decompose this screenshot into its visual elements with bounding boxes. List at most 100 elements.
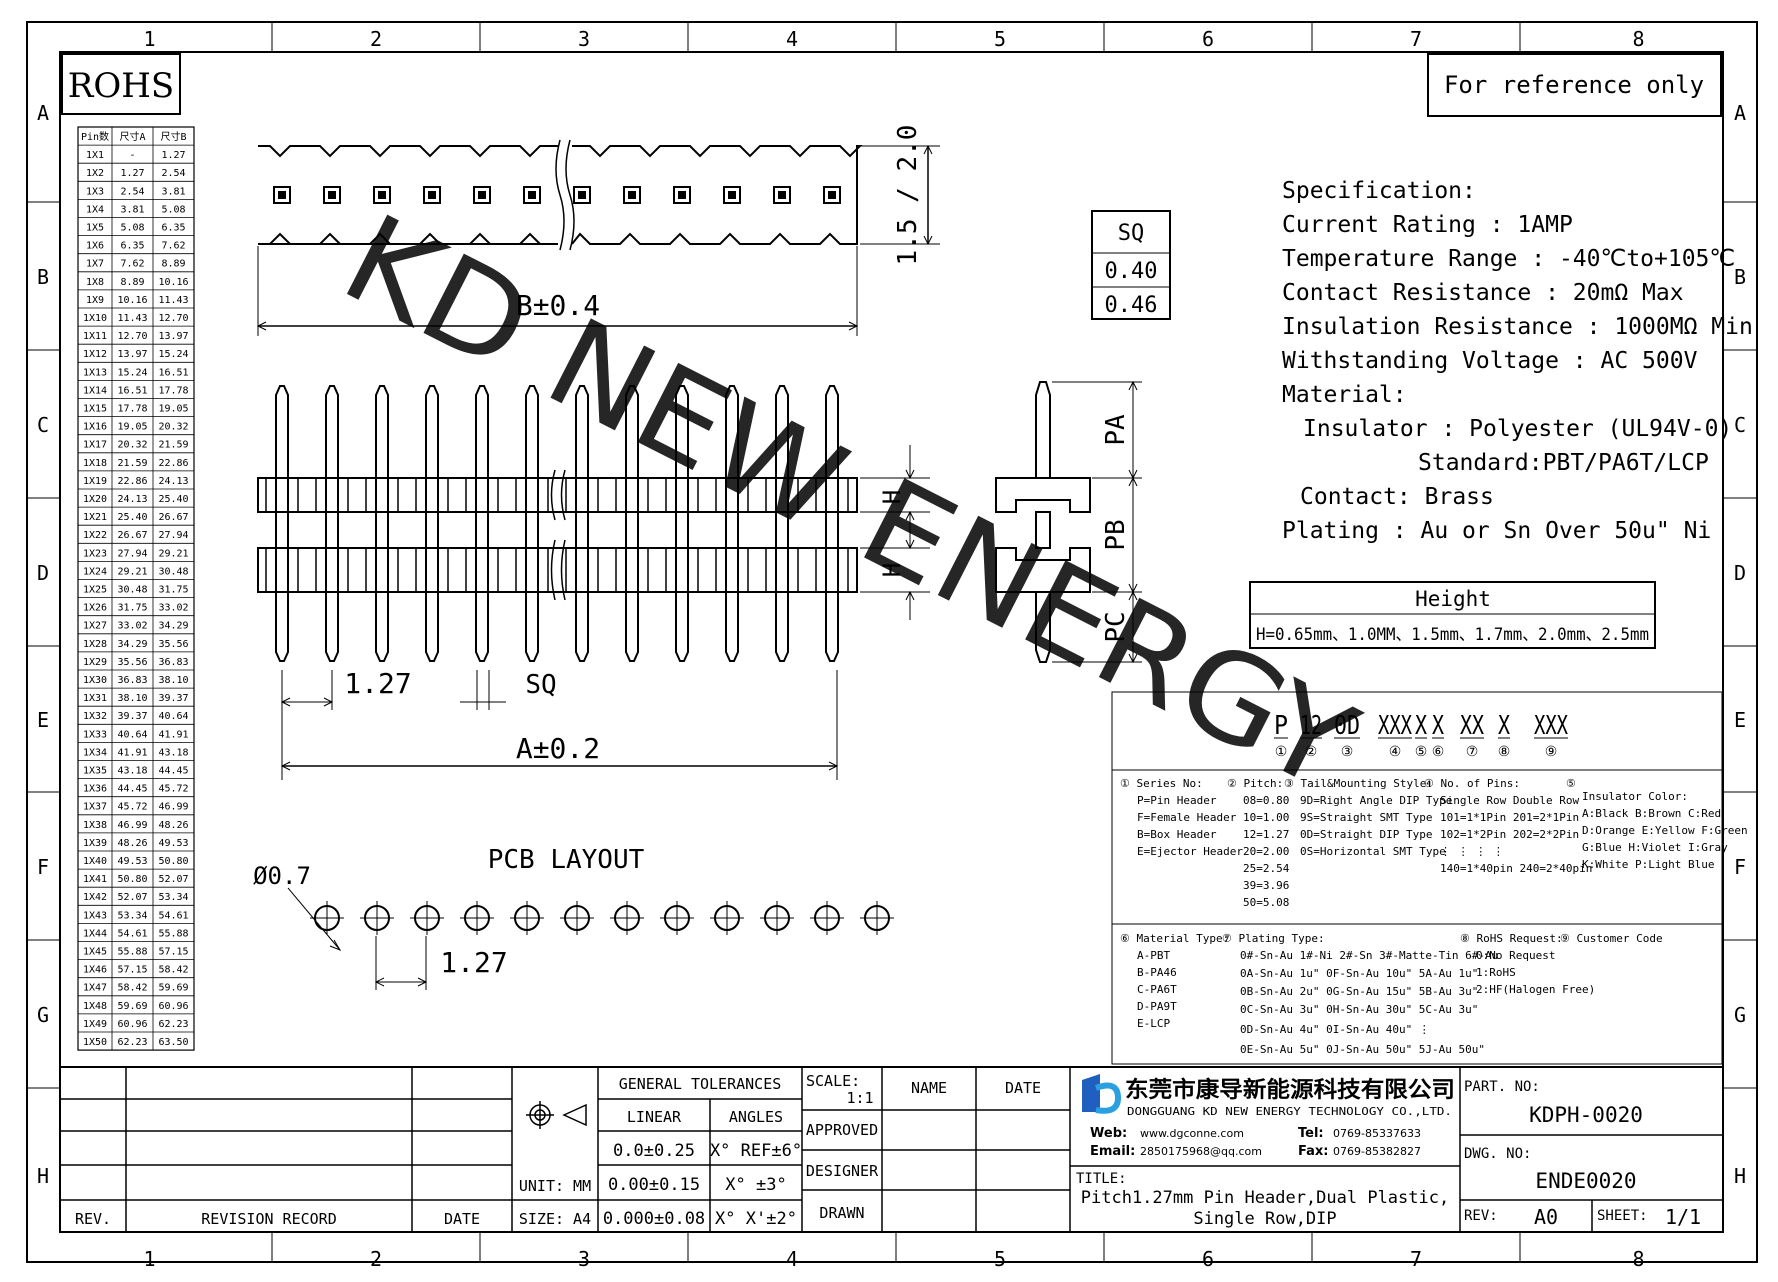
pin-table-cell: 20.32: [117, 440, 147, 451]
pin-table-header: 尺寸B: [160, 130, 186, 143]
top-pin-square: [673, 186, 691, 204]
part-code-segment: P: [1274, 711, 1288, 741]
legend-material-2: B-PA46: [1137, 966, 1177, 979]
zone-row-label: F: [37, 855, 49, 879]
pin-table-cell: 17.78: [158, 385, 188, 396]
pin-table-cell: 44.45: [117, 784, 147, 795]
pin-table-cell: 1X31: [83, 693, 107, 704]
pin-table-cell: 1X18: [83, 458, 107, 469]
pin-through-block: [725, 547, 739, 593]
pin-table-cell: 39.37: [117, 711, 147, 722]
angle-tol-3: X° X'±2°: [715, 1209, 797, 1229]
pin-table-cell: 40.64: [158, 711, 188, 722]
front-view-pins: [275, 385, 839, 662]
part-code-segment: XX: [1460, 711, 1484, 741]
pin-table-cell: 60.96: [117, 1019, 147, 1030]
pin-table-cell: 1X29: [83, 657, 107, 668]
pin-table-cell: 30.48: [158, 566, 188, 577]
pin-table-cell: 52.07: [158, 874, 188, 885]
pin-table-cell: 57.15: [117, 965, 147, 976]
zone-column-label: 2: [370, 1247, 382, 1271]
pin-table-cell: 33.02: [158, 603, 188, 614]
pin-table-cell: 1X49: [83, 1019, 107, 1030]
part-code-number: ④: [1389, 744, 1402, 760]
header-pin: [825, 385, 839, 662]
pcb-layout: PCB LAYOUT Ø0.7 1.27: [253, 845, 894, 990]
pin-table-cell: 31.75: [158, 585, 188, 596]
pin-through-block: [525, 547, 539, 593]
pin-through-block: [425, 547, 439, 593]
drawing-title-line2: Single Row,DIP: [1193, 1209, 1336, 1229]
pin-table-cell: 57.15: [158, 947, 188, 958]
top-height-dim: 1.5 / 2.0: [893, 125, 923, 266]
part-code-segment: X: [1498, 711, 1510, 741]
top-pin-center: [728, 191, 736, 199]
pin-table-cell: 12.70: [158, 313, 188, 324]
linear-tol-3: 0.000±0.08: [603, 1209, 705, 1229]
top-pin-center: [378, 191, 386, 199]
top-pin-center: [578, 191, 586, 199]
company-name-en: DONGGUANG KD NEW ENERGY TECHNOLOGY CO.,L…: [1127, 1105, 1452, 1118]
top-pin-square: [273, 186, 291, 204]
pin-through-block: [375, 477, 389, 513]
legend-material-title: ⑥ Material Type:: [1120, 932, 1229, 945]
pin-table-cell: 1X8: [86, 277, 104, 288]
part-code-segment: X: [1415, 711, 1427, 741]
pin-table-cell: 1X6: [86, 241, 104, 252]
pin-table-cell: 1X37: [83, 802, 107, 813]
pin-table-cell: 1X11: [83, 331, 107, 342]
zone-column-label: 4: [786, 27, 798, 51]
pin-table-cell: 34.29: [117, 639, 147, 650]
zone-column-label: 6: [1202, 27, 1214, 51]
pin-through-block: [525, 477, 539, 513]
sheet-label: SHEET:: [1597, 1208, 1648, 1224]
legend-series-3: B=Box Header: [1137, 828, 1217, 841]
pin-table-cell: 54.61: [158, 910, 188, 921]
legend-plating-5: 0D-Sn-Au 4u" 0I-Sn-Au 40u" ⋮: [1240, 1023, 1430, 1036]
general-tolerances-label: GENERAL TOLERANCES: [619, 1075, 782, 1093]
spec-temperature: Temperature Range : -40℃to+105℃: [1282, 246, 1735, 272]
pin-table-cell: 31.75: [117, 603, 147, 614]
legend-series-1: P=Pin Header: [1137, 794, 1217, 807]
b-dim: B±0.4: [516, 289, 600, 322]
side-view: [995, 380, 1142, 664]
drawing-title-line1: Pitch1.27mm Pin Header,Dual Plastic,: [1081, 1188, 1449, 1208]
pin-through-block: [325, 477, 339, 513]
zone-column-label: 5: [994, 27, 1006, 51]
zone-row-label: H: [37, 1164, 49, 1188]
pin-table-cell: 19.05: [158, 404, 188, 415]
top-pin-center: [478, 191, 486, 199]
reference-label: For reference only: [1444, 71, 1704, 99]
zone-row-label: B: [37, 265, 49, 289]
pin-table-cell: 25.40: [158, 494, 188, 505]
pin-table-cell: 19.05: [117, 422, 147, 433]
h-dim-lower: H: [878, 563, 906, 577]
pin-table-cell: 1X15: [83, 404, 107, 415]
company-name-cn: 东莞市康导新能源科技有限公司: [1125, 1077, 1455, 1103]
pin-table-cell: 1.27: [120, 168, 144, 179]
zone-column-label: 1: [143, 1247, 155, 1271]
top-pin-square: [773, 186, 791, 204]
pin-table-cell: 59.69: [117, 1001, 147, 1012]
pin-table-cell: 1X7: [86, 259, 104, 270]
part-code-segment: XXX: [1378, 711, 1412, 741]
legend-pitch-5: 25=2.54: [1243, 862, 1290, 875]
pcb-holes: [310, 901, 894, 935]
pin-table-cell: 36.83: [158, 657, 188, 668]
pin-through-block: [275, 477, 289, 513]
spec-contact: Contact: Brass: [1300, 484, 1494, 510]
sq-value-1: 0.40: [1105, 259, 1158, 284]
pin-table-cell: 48.26: [158, 820, 188, 831]
pin-table-cell: 1X9: [86, 295, 104, 306]
legend-pitch-6: 39=3.96: [1243, 879, 1289, 892]
size-label: SIZE: A4: [519, 1210, 591, 1228]
part-code-number: ⑧: [1498, 744, 1511, 760]
legend-tail-title: ③ Tail&Mounting Style:: [1284, 777, 1433, 790]
zone-row-label: H: [1734, 1164, 1746, 1188]
pin-table-cell: 1X44: [83, 928, 107, 939]
legend-plating-2: 0A-Sn-Au 1u" 0F-Sn-Au 10u" 5A-Au 1u": [1240, 967, 1478, 980]
sq-table: SQ 0.40 0.46: [1091, 210, 1171, 320]
part-no-value: KDPH-0020: [1529, 1103, 1643, 1127]
header-pin: [675, 385, 689, 662]
